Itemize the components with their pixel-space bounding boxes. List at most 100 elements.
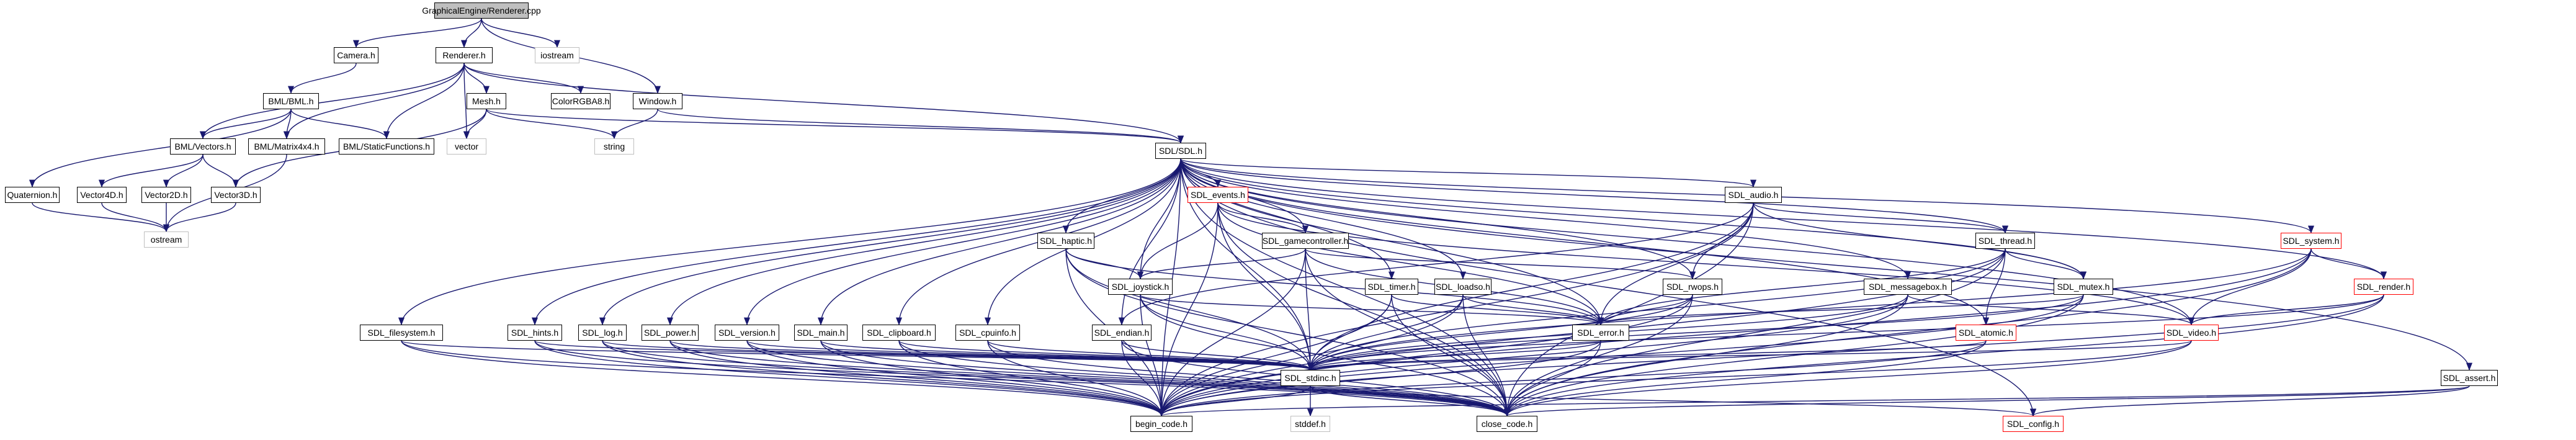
edge-sdl-thread-to-sdl-stdinc <box>1307 248 2006 371</box>
node-sdl-loadso[interactable]: SDL_loadso.h <box>1434 279 1491 295</box>
node-bml[interactable]: BML/BML.h <box>263 93 319 109</box>
node-sdl-thread[interactable]: SDL_thread.h <box>1975 233 2035 249</box>
edge-sdl-atomic-to-begin-code <box>1158 340 1987 417</box>
edge-sdl-to-sdl-hints <box>532 158 1181 326</box>
node-root-file: GraphicalEngine/Renderer.cpp <box>422 2 541 19</box>
node-sdl-rwops[interactable]: SDL_rwops.h <box>1663 279 1722 295</box>
edge-sdl-to-sdl-thread <box>1180 158 2008 234</box>
node-sdl[interactable]: SDL/SDL.h <box>1155 143 1206 159</box>
node-quaternion[interactable]: Quaternion.h <box>5 187 60 203</box>
node-sdl-config[interactable]: SDL_config.h <box>2003 416 2064 432</box>
edge-camera-to-bml <box>288 63 357 94</box>
edge-sdl-joystick-to-sdl-stdinc <box>1140 294 1313 371</box>
edge-sdl-video-to-sdl-stdinc <box>1307 340 2192 371</box>
edge-sdl-haptic-to-sdl-error <box>1065 248 1604 326</box>
node-sdl-version[interactable]: SDL_version.h <box>715 325 779 341</box>
edge-sdl-atomic-to-sdl-stdinc <box>1307 340 1987 371</box>
node-vector2d[interactable]: Vector2D.h <box>141 187 191 203</box>
node-begin-code[interactable]: begin_code.h <box>1130 416 1192 432</box>
edge-sdl-gamecontroller-to-sdl-stdinc <box>1305 248 1314 371</box>
edge-bml-to-quaternion <box>29 109 292 188</box>
edge-sdl-error-to-sdl-stdinc <box>1307 340 1601 371</box>
edge-bml-vectors-to-vector4d <box>99 154 203 188</box>
edge-sdl-clipboard-to-close-code <box>898 340 1510 417</box>
edge-sdl-assert-to-close-code <box>1504 385 2470 417</box>
node-vector3d[interactable]: Vector3D.h <box>211 187 261 203</box>
edge-renderer-to-mesh <box>463 63 490 94</box>
edge-mesh-to-string <box>486 109 617 140</box>
edge-sdl-to-sdl-filesystem <box>398 158 1181 326</box>
node-sdl-render[interactable]: SDL_render.h <box>2354 279 2413 295</box>
edge-sdl-rwops-to-begin-code <box>1158 294 1693 417</box>
edge-sdl-log-to-begin-code <box>602 340 1165 417</box>
edge-sdl-system-to-begin-code <box>1158 248 2312 417</box>
edge-sdl-endian-to-sdl-stdinc <box>1121 340 1313 371</box>
node-bml-matrix[interactable]: BML/Matrix4x4.h <box>248 138 325 155</box>
node-sdl-events[interactable]: SDL_events.h <box>1187 187 1248 203</box>
edge-sdl-messagebox-to-sdl-video <box>1907 294 2194 326</box>
node-colorrgba[interactable]: ColorRGBA8.h <box>551 93 610 109</box>
edge-mesh-to-sdl <box>486 109 1184 144</box>
node-close-code[interactable]: close_code.h <box>1477 416 1537 432</box>
edge-sdl-system-to-sdl-render <box>2310 248 2387 280</box>
node-sdl-filesystem[interactable]: SDL_filesystem.h <box>360 325 443 341</box>
edge-sdl-to-sdl-messagebox <box>1180 158 1911 280</box>
node-vector4d[interactable]: Vector4D.h <box>77 187 127 203</box>
node-sdl-cpuinfo[interactable]: SDL_cpuinfo.h <box>955 325 1020 341</box>
edge-sdl-events-to-sdl-stdinc <box>1217 202 1314 371</box>
node-sdl-audio[interactable]: SDL_audio.h <box>1725 187 1782 203</box>
node-sdl-atomic[interactable]: SDL_atomic.h <box>1956 325 2016 341</box>
node-sdl-video[interactable]: SDL_video.h <box>2164 325 2219 341</box>
node-camera[interactable]: Camera.h <box>334 47 378 63</box>
edge-sdl-cpuinfo-to-close-code <box>987 340 1510 417</box>
node-mesh[interactable]: Mesh.h <box>467 93 506 109</box>
edge-sdl-joystick-to-close-code <box>1140 294 1510 417</box>
node-sdl-stdinc[interactable]: SDL_stdinc.h <box>1281 370 1340 386</box>
node-sdl-mutex[interactable]: SDL_mutex.h <box>2054 279 2113 295</box>
edge-sdl-video-to-begin-code <box>1158 340 2192 417</box>
edge-sdl-audio-to-sdl-endian <box>1119 202 1754 326</box>
node-sdl-power[interactable]: SDL_power.h <box>642 325 699 341</box>
edge-sdl-cpuinfo-to-sdl-stdinc <box>987 340 1313 371</box>
edge-sdl-rwops-to-sdl-error <box>1598 294 1693 326</box>
node-sdl-gamecontroller[interactable]: SDL_gamecontroller.h <box>1262 233 1349 249</box>
node-renderer[interactable]: Renderer.h <box>436 47 493 63</box>
edge-renderer-to-sdl <box>463 63 1184 144</box>
edge-bml-to-bml-vectors <box>200 109 292 140</box>
node-sdl-clipboard[interactable]: SDL_clipboard.h <box>862 325 936 341</box>
edge-sdl-audio-to-sdl-error <box>1597 202 1754 326</box>
edge-sdl-main-to-begin-code <box>820 340 1165 417</box>
node-sdl-hints[interactable]: SDL_hints.h <box>508 325 562 341</box>
edge-sdl-hints-to-sdl-stdinc <box>534 340 1313 371</box>
node-sdl-endian[interactable]: SDL_endian.h <box>1092 325 1152 341</box>
edge-sdl-thread-to-sdl-error <box>1598 248 2006 326</box>
node-sdl-error[interactable]: SDL_error.h <box>1572 325 1629 341</box>
node-bml-static[interactable]: BML/StaticFunctions.h <box>339 138 434 155</box>
node-sdl-messagebox[interactable]: SDL_messagebox.h <box>1864 279 1952 295</box>
edge-sdl-render-to-close-code <box>1504 294 2384 417</box>
node-sdl-assert[interactable]: SDL_assert.h <box>2441 370 2498 386</box>
node-sdl-main[interactable]: SDL_main.h <box>794 325 847 341</box>
edge-sdl-mutex-to-sdl-stdinc <box>1307 294 2084 371</box>
edge-root-file-to-camera <box>353 18 482 48</box>
node-sdl-haptic[interactable]: SDL_haptic.h <box>1037 233 1094 249</box>
edge-sdl-rwops-to-sdl-stdinc <box>1307 294 1693 371</box>
edge-sdl-thread-to-sdl-mutex <box>2005 248 2086 280</box>
edge-sdl-to-sdl-main <box>818 158 1181 326</box>
edge-sdl-log-to-close-code <box>602 340 1510 417</box>
node-bml-vectors[interactable]: BML/Vectors.h <box>170 138 236 155</box>
edge-sdl-video-to-close-code <box>1504 340 2192 417</box>
edge-sdl-events-to-sdl-video <box>1217 202 2194 326</box>
edge-bml-to-bml-static <box>290 109 390 140</box>
edge-vector4d-to-ostream <box>101 202 169 233</box>
node-sdl-log[interactable]: SDL_log.h <box>578 325 627 341</box>
edge-bml-vectors-to-vector2d <box>163 154 203 188</box>
node-window[interactable]: Window.h <box>633 93 682 109</box>
edge-sdl-timer-to-begin-code <box>1158 294 1392 417</box>
edge-window-to-string <box>610 109 658 140</box>
node-sdl-joystick[interactable]: SDL_joystick.h <box>1108 279 1173 295</box>
node-sdl-timer[interactable]: SDL_timer.h <box>1365 279 1418 295</box>
edge-bml-to-bml-matrix <box>283 109 292 140</box>
node-sdl-system[interactable]: SDL_system.h <box>2281 233 2341 249</box>
